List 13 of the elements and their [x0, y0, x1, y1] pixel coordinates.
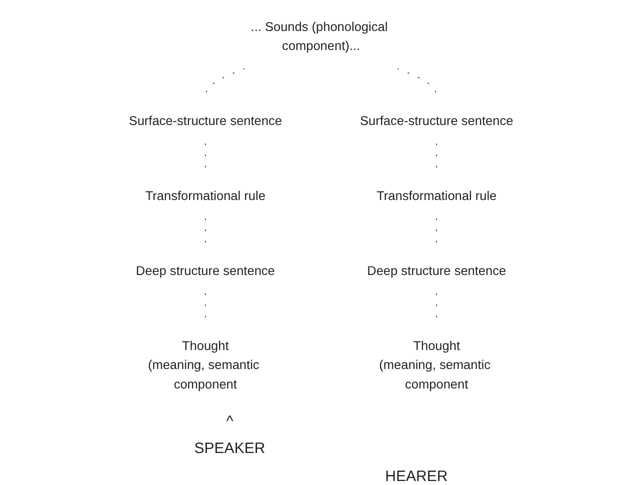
node-text: Deep structure sentence [136, 264, 275, 278]
speaker-label: SPEAKER [194, 440, 266, 457]
node-text: Surface-structure sentence [360, 114, 514, 128]
node-text: ... Sounds (phonological component)... [250, 20, 388, 54]
node-text: Transformational rule [145, 190, 266, 204]
node-text: Thought (meaning, semantic component [148, 340, 260, 392]
node-text: Transformational rule [376, 190, 497, 204]
hearer-label: HEARER [385, 468, 448, 485]
flow-diagram: ... Sounds (phonological component)... Surface-structure sentence Surface-structure sentence Transformational rule Transformational rule Deep structure sentence Deep structure sentence Thought (meaning, semantic component Thought (meaning, semantic component [0, 0, 642, 413]
node-text: Deep structure sentence [367, 264, 506, 278]
caret-mark: ^ [226, 413, 234, 430]
node-text: Surface-structure sentence [128, 114, 282, 128]
node-text: Thought (meaning, semantic component [379, 340, 490, 392]
